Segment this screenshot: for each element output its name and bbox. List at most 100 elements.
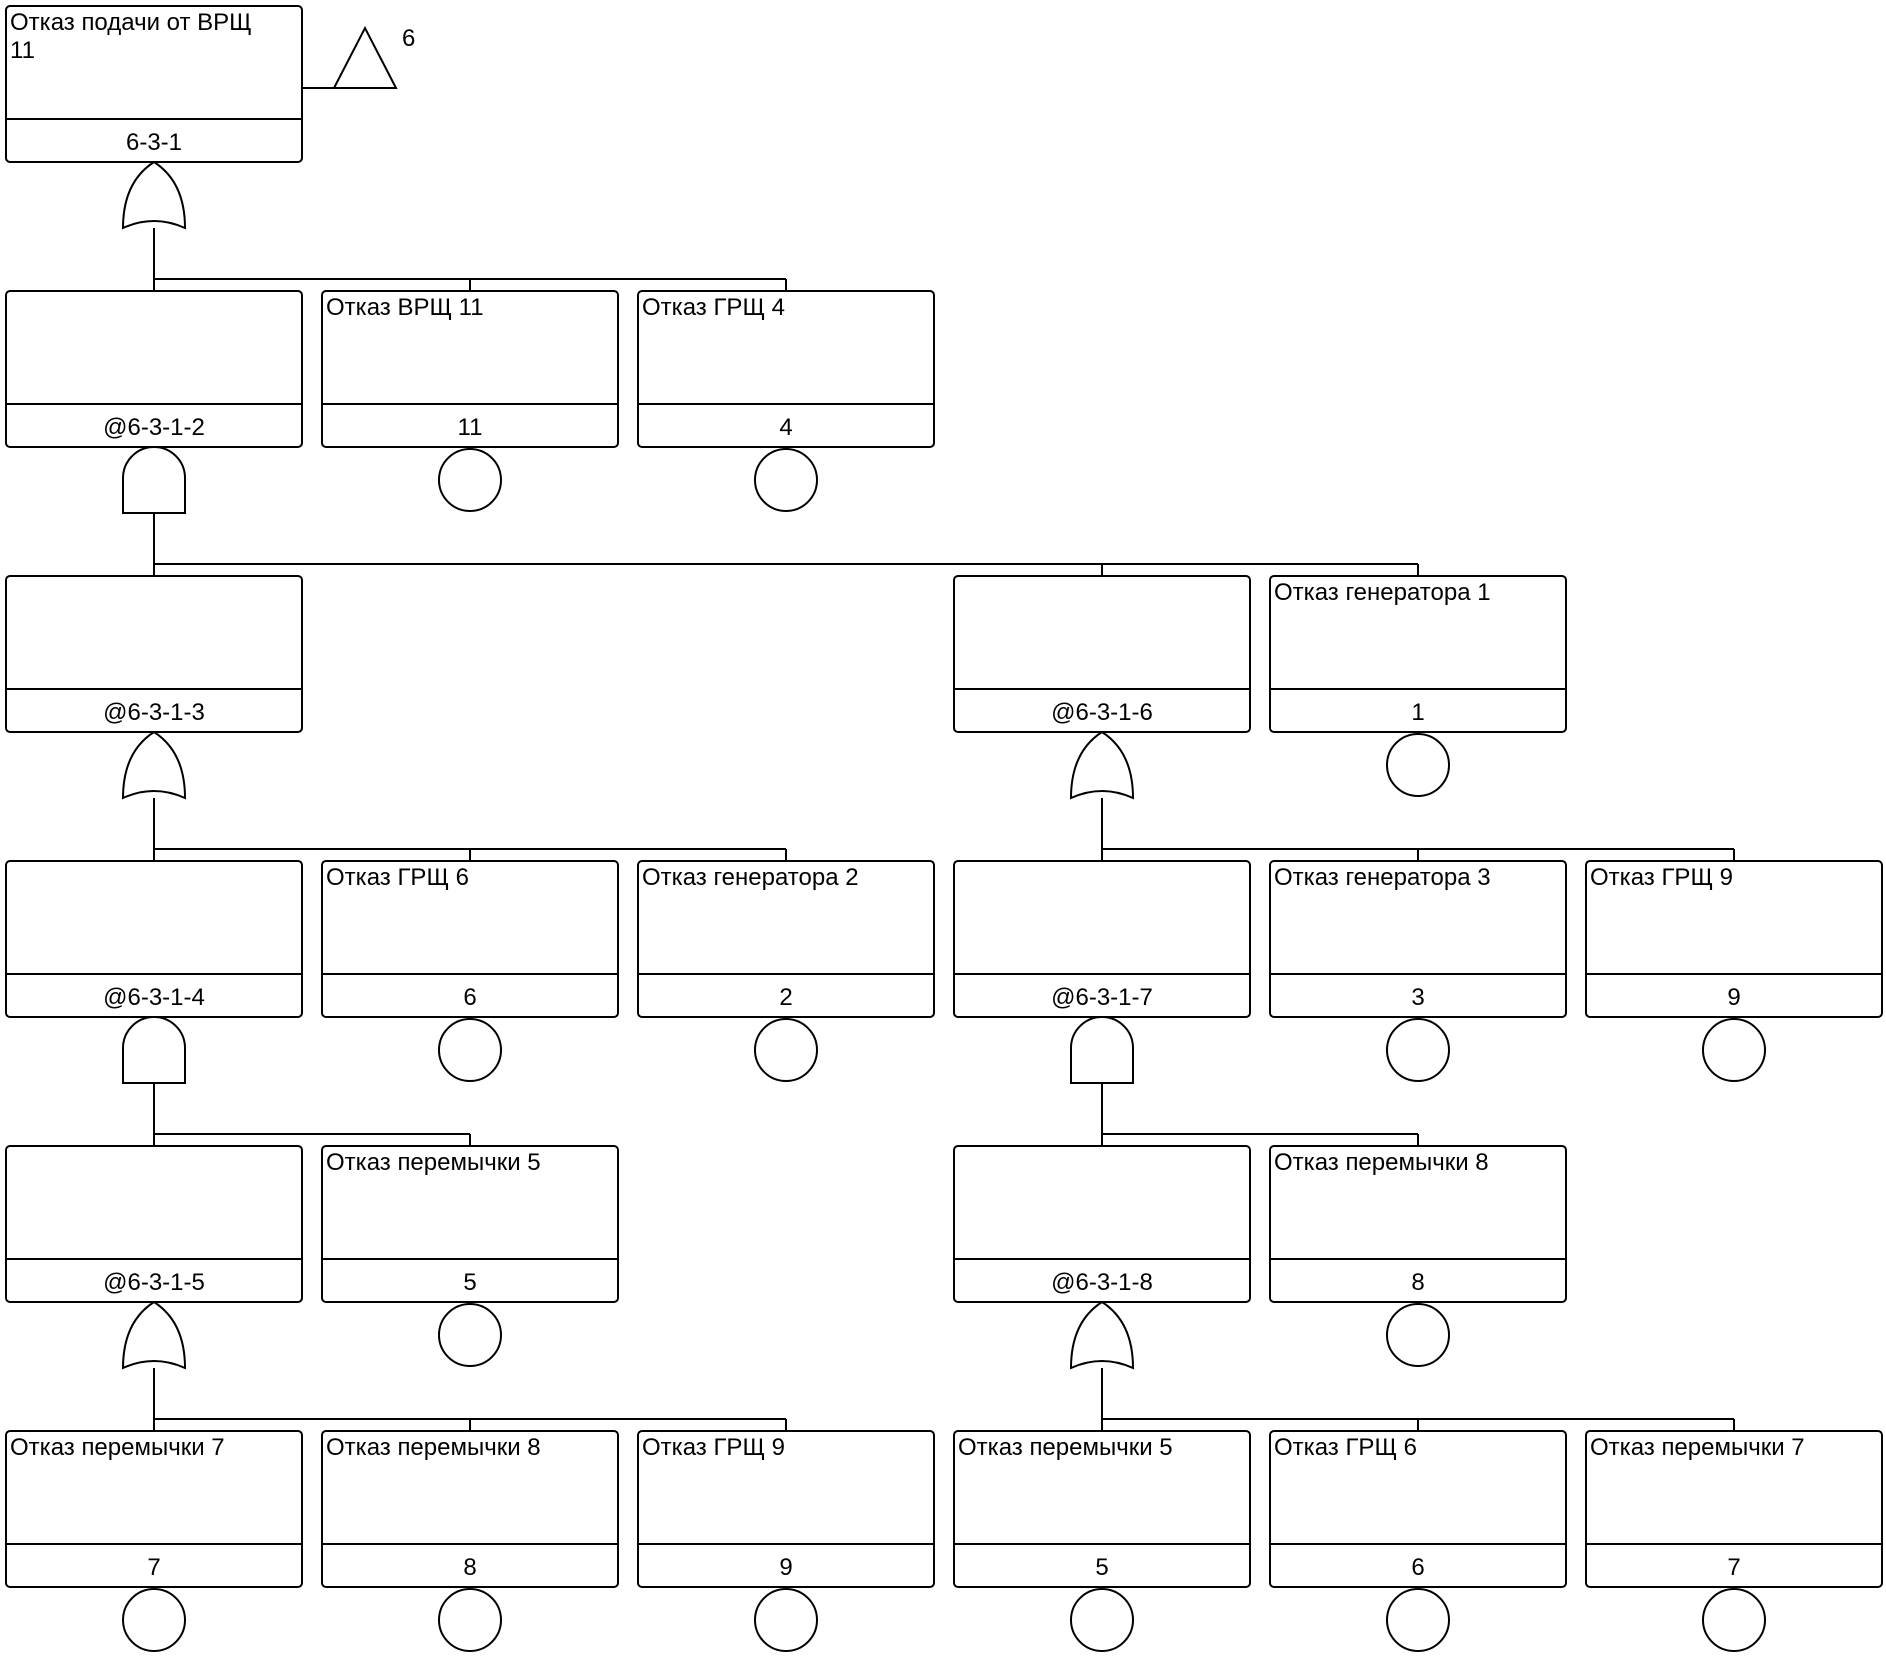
- event-id: 2: [779, 984, 792, 1011]
- event-box: [637, 290, 935, 448]
- event-id: @6-3-1-7: [1051, 984, 1153, 1011]
- connector-g4: [153, 1083, 471, 1146]
- event-g8[interactable]: @6-3-1-8: [953, 1145, 1251, 1303]
- basic-event-circle-icon: [754, 448, 818, 512]
- event-description: Отказ перемычки 7: [1590, 1434, 1805, 1461]
- event-e6a[interactable]: Отказ ГРЩ 6 6: [321, 860, 619, 1018]
- event-box: [953, 1430, 1251, 1588]
- and-gate-icon: [122, 1016, 186, 1084]
- basic-event-circle-icon: [754, 1018, 818, 1082]
- event-box: [1269, 1145, 1567, 1303]
- event-description: Отказ ГРЩ 6: [326, 864, 469, 891]
- event-description: Отказ перемычки 8: [1274, 1149, 1489, 1176]
- event-e9a[interactable]: Отказ ГРЩ 9 9: [1585, 860, 1883, 1018]
- or-gate-icon: [121, 730, 187, 800]
- event-e4[interactable]: Отказ ГРЩ 44: [637, 290, 935, 448]
- event-e1[interactable]: Отказ генератора 1 1: [1269, 575, 1567, 733]
- and-gate-icon: [1070, 1016, 1134, 1084]
- event-id: 6: [463, 984, 476, 1011]
- basic-event-circle-icon: [438, 1018, 502, 1082]
- event-g4[interactable]: @6-3-1-4: [5, 860, 303, 1018]
- basic-event-circle-icon: [438, 448, 502, 512]
- event-box: [321, 1145, 619, 1303]
- event-description: Отказ перемычки 8: [326, 1434, 541, 1461]
- event-id: 7: [1727, 1554, 1740, 1581]
- event-box: [1269, 860, 1567, 1018]
- event-e7b[interactable]: Отказ перемычки 7 7: [1585, 1430, 1883, 1588]
- event-box: [1269, 575, 1567, 733]
- event-box: [321, 860, 619, 1018]
- event-g6[interactable]: @6-3-1-6: [953, 575, 1251, 733]
- event-e9b[interactable]: Отказ ГРЩ 9 9: [637, 1430, 935, 1588]
- connector-g5: [153, 1368, 787, 1431]
- event-e3[interactable]: Отказ генератора 3 3: [1269, 860, 1567, 1018]
- basic-event-circle-icon: [438, 1588, 502, 1652]
- event-id: 5: [463, 1269, 476, 1296]
- or-gate-icon: [121, 160, 187, 230]
- event-id: 1: [1411, 699, 1424, 726]
- event-g2[interactable]: @6-3-1-2: [5, 290, 303, 448]
- connector-top: [153, 228, 787, 291]
- event-description: Отказ перемычки 5: [326, 1149, 541, 1176]
- event-id: @6-3-1-6: [1051, 699, 1153, 726]
- event-box: [5, 1430, 303, 1588]
- event-description: Отказ генератора 1: [1274, 579, 1491, 606]
- event-e5b[interactable]: Отказ перемычки 5 5: [953, 1430, 1251, 1588]
- event-id: 5: [1095, 1554, 1108, 1581]
- event-description: Отказ перемычки 5: [958, 1434, 1173, 1461]
- basic-event-circle-icon: [1702, 1588, 1766, 1652]
- event-e7a[interactable]: Отказ перемычки 7 7: [5, 1430, 303, 1588]
- connector-g8: [1101, 1368, 1735, 1431]
- event-id: @6-3-1-2: [103, 414, 205, 441]
- event-description: Отказ ГРЩ 9: [642, 1434, 785, 1461]
- event-id: 7: [147, 1554, 160, 1581]
- event-e6b[interactable]: Отказ ГРЩ 6 6: [1269, 1430, 1567, 1588]
- event-id: @6-3-1-3: [103, 699, 205, 726]
- event-description: Отказ ГРЩ 4: [642, 294, 785, 321]
- event-description: Отказ перемычки 7: [10, 1434, 225, 1461]
- event-box: [637, 1430, 935, 1588]
- event-box: [321, 290, 619, 448]
- or-gate-icon: [1069, 1300, 1135, 1370]
- connector-g3: [153, 798, 787, 861]
- event-e8a[interactable]: Отказ перемычки 8 8: [1269, 1145, 1567, 1303]
- event-id: 11: [458, 414, 483, 441]
- event-description: Отказ ГРЩ 9: [1590, 864, 1733, 891]
- event-id: 8: [1411, 1269, 1424, 1296]
- transfer-number: 6: [402, 25, 415, 52]
- event-id: 6-3-1: [126, 129, 182, 156]
- event-box: [637, 860, 935, 1018]
- event-id: 6: [1411, 1554, 1424, 1581]
- or-gate-icon: [121, 1300, 187, 1370]
- event-g3[interactable]: @6-3-1-3: [5, 575, 303, 733]
- event-e5a[interactable]: Отказ перемычки 5 5: [321, 1145, 619, 1303]
- and-gate-icon: [122, 446, 186, 514]
- event-description: Отказ ГРЩ 6: [1274, 1434, 1417, 1461]
- basic-event-circle-icon: [1070, 1588, 1134, 1652]
- event-id: 9: [1727, 984, 1740, 1011]
- event-g7[interactable]: @6-3-1-7: [953, 860, 1251, 1018]
- event-id: 3: [1411, 984, 1424, 1011]
- event-e2[interactable]: Отказ генератора 22: [637, 860, 935, 1018]
- connector-g2: [153, 513, 1419, 576]
- basic-event-circle-icon: [1386, 1018, 1450, 1082]
- event-id: @6-3-1-5: [103, 1269, 205, 1296]
- event-e8b[interactable]: Отказ перемычки 8 8: [321, 1430, 619, 1588]
- event-description: Отказ подачи от ВРЩ: [10, 9, 252, 36]
- event-id: 8: [463, 1554, 476, 1581]
- connector-g7: [1101, 1083, 1419, 1146]
- basic-event-circle-icon: [1386, 1588, 1450, 1652]
- basic-event-circle-icon: [438, 1303, 502, 1367]
- event-box: [1585, 1430, 1883, 1588]
- basic-event-circle-icon: [1386, 1303, 1450, 1367]
- basic-event-circle-icon: [1386, 733, 1450, 797]
- event-description: 11: [10, 37, 35, 64]
- event-e11a[interactable]: Отказ ВРЩ 11 11: [321, 290, 619, 448]
- event-description: Отказ ВРЩ 11: [326, 294, 484, 321]
- event-g5[interactable]: @6-3-1-5: [5, 1145, 303, 1303]
- event-id: 9: [779, 1554, 792, 1581]
- event-description: Отказ генератора 3: [1274, 864, 1491, 891]
